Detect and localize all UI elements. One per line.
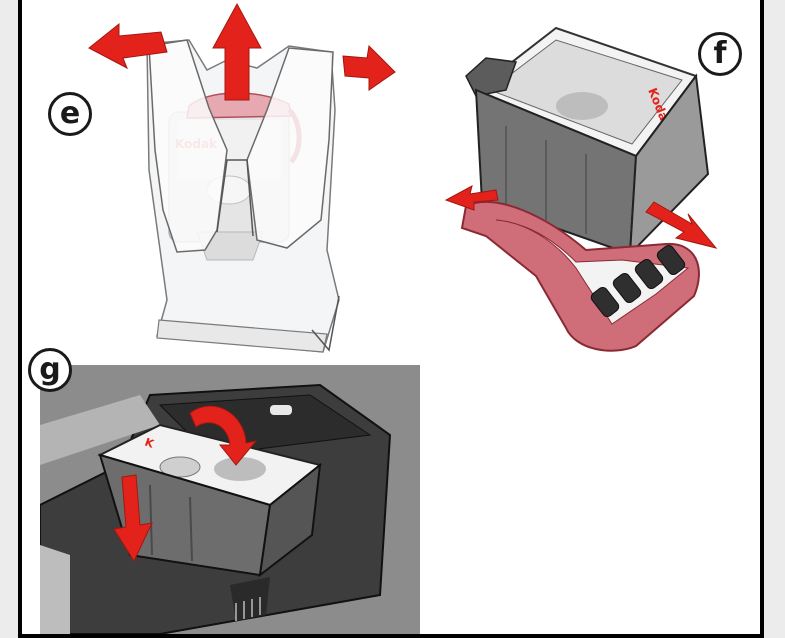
red-arrow-icon-f-right [645,201,718,249]
red-arrow-icon-right [342,44,396,91]
red-arrow-icon-left [88,22,168,70]
bag-front-right [246,47,334,249]
bag-front-left [148,39,228,253]
pink-clip-frame [460,201,700,352]
panel-e-illustration: Kodak [88,2,396,353]
red-arrow-icon-f-left [444,185,499,211]
red-arrow-icon-up [212,2,262,101]
red-arrow-icon-g-curve [189,405,258,466]
panel-g-illustration: K [40,365,420,634]
panel-f-illustration: Kodak [444,26,718,352]
red-arrow-icon-g-down [113,474,153,563]
step-f-label: f [698,32,742,76]
instruction-sheet: Kodak e Kodak [18,0,764,638]
step-e-label: e [48,92,92,136]
step-g-label: g [28,348,72,392]
nozzle-pads [590,244,686,318]
